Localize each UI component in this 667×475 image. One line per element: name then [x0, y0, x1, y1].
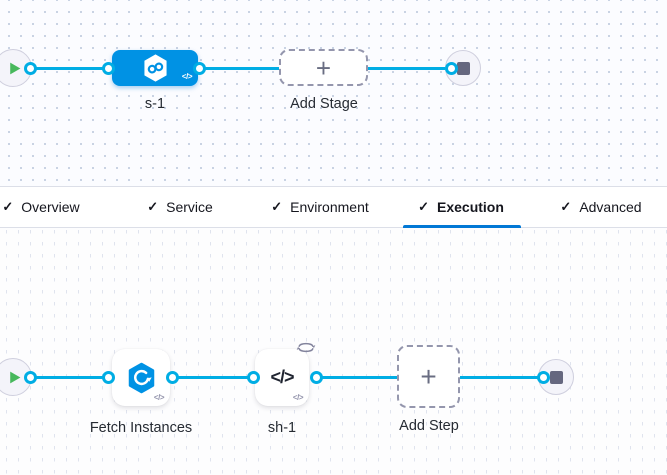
add-step-button[interactable]: + — [397, 345, 460, 408]
port[interactable] — [536, 370, 550, 384]
port[interactable] — [193, 61, 206, 75]
tab-label: Environment — [290, 199, 369, 215]
step-label: Fetch Instances — [89, 420, 193, 436]
port[interactable] — [445, 61, 458, 75]
port[interactable] — [246, 370, 260, 384]
port[interactable] — [24, 370, 37, 384]
loop-icon — [296, 340, 316, 360]
port[interactable] — [165, 370, 179, 384]
tab-label: Execution — [437, 199, 504, 215]
tab-environment[interactable]: ✓ Environment — [271, 187, 369, 227]
stop-icon — [549, 370, 563, 384]
stage-label: s-1 — [144, 96, 166, 112]
port[interactable] — [24, 61, 37, 75]
tab-label: Service — [166, 199, 213, 215]
check-icon: ✓ — [147, 199, 159, 214]
port[interactable] — [101, 61, 115, 75]
port[interactable] — [309, 370, 323, 384]
edge-fetch-to-sh — [171, 375, 254, 379]
edge-addstage-to-end — [367, 66, 452, 70]
tab-overview[interactable]: ✓ Overview — [2, 187, 79, 227]
stage-config-tabbar: ✓ Overview ✓ Service ✓ Environment ✓ Exe… — [0, 186, 667, 228]
port[interactable] — [102, 370, 115, 384]
play-icon — [7, 370, 22, 385]
tab-label: Overview — [21, 199, 80, 215]
tab-advanced[interactable]: ✓ Advanced — [560, 187, 641, 227]
tab-label: Advanced — [579, 199, 642, 215]
infinity-hexagon-icon — [142, 53, 169, 83]
edge-sh-to-addstep — [315, 375, 398, 379]
edge-start-to-stage — [30, 66, 112, 70]
yaml-code-badge: </> — [153, 393, 165, 402]
execution-end-node[interactable] — [538, 359, 574, 395]
stage-node-s-1[interactable]: </> — [112, 50, 198, 86]
yaml-code-badge: </> — [292, 393, 304, 402]
active-tab-underline — [403, 225, 521, 228]
step-label: sh-1 — [267, 420, 297, 436]
plus-icon: + — [420, 360, 437, 392]
tab-execution[interactable]: ✓ Execution — [418, 187, 504, 227]
stage-canvas[interactable]: </> + s-1 Add Stage — [0, 0, 667, 186]
add-stage-button[interactable]: + — [279, 49, 368, 86]
edge-start-to-fetch — [30, 375, 112, 379]
check-icon: ✓ — [418, 199, 429, 214]
add-step-label: Add Step — [399, 418, 459, 434]
check-icon: ✓ — [560, 199, 572, 214]
edge-addstep-to-end — [460, 375, 550, 379]
step-node-fetch-instances[interactable]: </> — [112, 349, 170, 406]
step-node-sh-1[interactable]: </> </> — [255, 349, 309, 406]
stop-icon — [456, 61, 470, 75]
yaml-code-badge: </> — [181, 72, 193, 81]
check-icon: ✓ — [271, 199, 283, 214]
play-icon — [7, 61, 22, 76]
check-icon: ✓ — [2, 199, 14, 214]
add-stage-label: Add Stage — [290, 96, 358, 112]
code-icon: </> — [270, 367, 294, 387]
tab-service[interactable]: ✓ Service — [147, 187, 213, 227]
plus-icon: + — [315, 52, 332, 83]
fetch-instances-icon — [127, 362, 156, 394]
edge-stage-to-addstage — [199, 66, 281, 70]
execution-canvas[interactable]: </> </> </> + Fetc — [0, 228, 667, 475]
